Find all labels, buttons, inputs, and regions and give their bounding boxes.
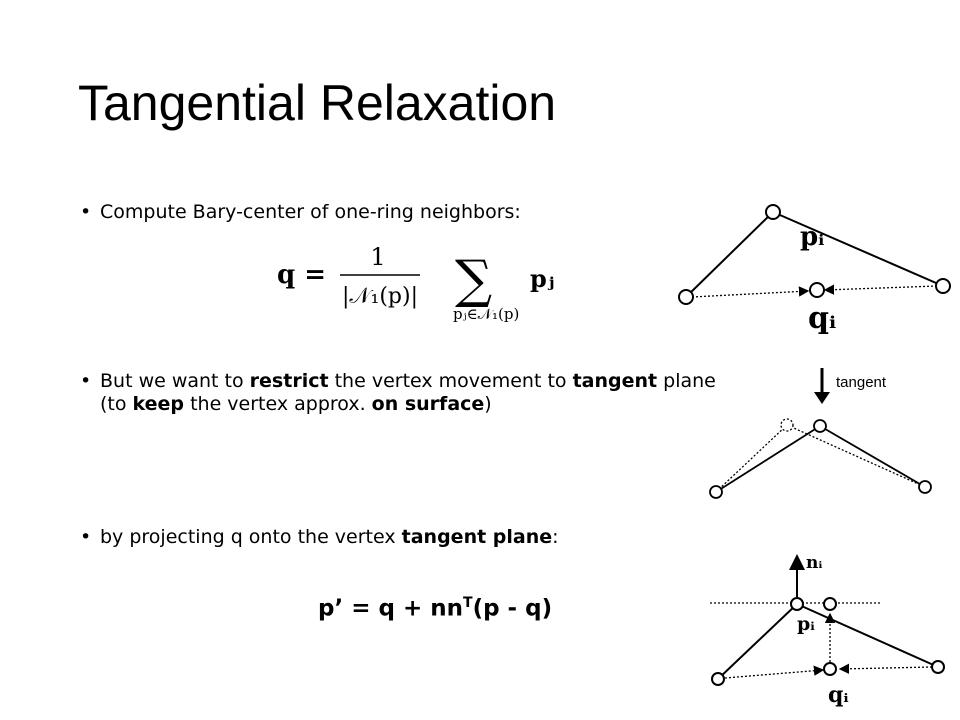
formula-denominator: |𝒩₁(p)| bbox=[342, 284, 418, 309]
bullet-projecting: • by projecting q onto the vertex tangen… bbox=[80, 526, 559, 549]
formula-term: pⱼ bbox=[530, 264, 554, 293]
tangent-arrow: tangent bbox=[814, 368, 887, 404]
bullet-dot: • bbox=[80, 201, 92, 223]
label-p-i: pᵢ bbox=[797, 613, 815, 635]
vertex-node bbox=[711, 672, 725, 686]
dotted-arrow bbox=[691, 286, 810, 298]
label-n-i: nᵢ bbox=[806, 553, 822, 573]
vertex-node bbox=[765, 204, 781, 220]
edge bbox=[796, 603, 939, 668]
vertex-node bbox=[823, 597, 837, 611]
vertex-node bbox=[935, 278, 951, 294]
slide-title: Tangential Relaxation bbox=[78, 75, 557, 131]
vertex-node bbox=[809, 282, 825, 298]
bottom-diagram: nᵢ pᵢ qᵢ bbox=[710, 553, 945, 708]
edge bbox=[715, 425, 821, 493]
bullet-restrict: • But we want to restrict the vertex mov… bbox=[80, 370, 716, 416]
bullet-dot: • bbox=[80, 526, 92, 548]
label-q-i: qᵢ bbox=[828, 682, 849, 708]
vertex-node bbox=[823, 662, 837, 676]
dotted-arrow bbox=[823, 284, 938, 295]
formula-lhs: q = bbox=[277, 260, 326, 290]
label-p-i: pᵢ bbox=[800, 222, 824, 252]
bullet-barycenter: • Compute Bary-center of one-ring neighb… bbox=[80, 201, 521, 224]
bullet-text: by projecting q onto the vertex tangent … bbox=[100, 526, 559, 548]
label-q-i: qᵢ bbox=[808, 301, 836, 336]
bullet-text: Compute Bary-center of one-ring neighbor… bbox=[100, 201, 521, 223]
dotted-edge bbox=[786, 424, 926, 488]
edge bbox=[717, 603, 798, 680]
down-arrow-icon bbox=[814, 392, 830, 404]
tangent-label: tangent bbox=[836, 374, 887, 391]
vertex-node bbox=[709, 485, 723, 499]
vertex-node bbox=[918, 480, 932, 494]
edge bbox=[772, 211, 944, 287]
projection-formula: p’ = q + nnT(p - q) bbox=[318, 595, 553, 622]
edge bbox=[685, 211, 774, 298]
formula-numerator: 1 bbox=[370, 243, 385, 271]
vertex-node bbox=[813, 419, 827, 433]
dotted-arrow bbox=[838, 663, 933, 675]
bullet-dot: • bbox=[80, 370, 92, 392]
dotted-arrow bbox=[724, 665, 825, 679]
vertex-node bbox=[931, 660, 945, 674]
vertex-node bbox=[790, 597, 804, 611]
middle-diagram bbox=[709, 418, 932, 499]
bullet-text-line2: (to keep the vertex approx. on surface) bbox=[100, 393, 492, 415]
bullet-text-line1: But we want to restrict the vertex movem… bbox=[100, 370, 716, 392]
dotted-edge bbox=[715, 424, 788, 493]
sum-subscript: pⱼ∈𝒩₁(p) bbox=[453, 305, 519, 323]
edge bbox=[819, 425, 926, 488]
top-diagram: pᵢ qᵢ bbox=[678, 204, 951, 336]
old-vertex-node bbox=[780, 418, 794, 432]
barycenter-formula: q = 1 |𝒩₁(p)| ∑ pⱼ∈𝒩₁(p) pⱼ bbox=[277, 243, 554, 323]
vertex-node bbox=[678, 289, 694, 305]
sum-symbol: ∑ bbox=[455, 250, 492, 310]
